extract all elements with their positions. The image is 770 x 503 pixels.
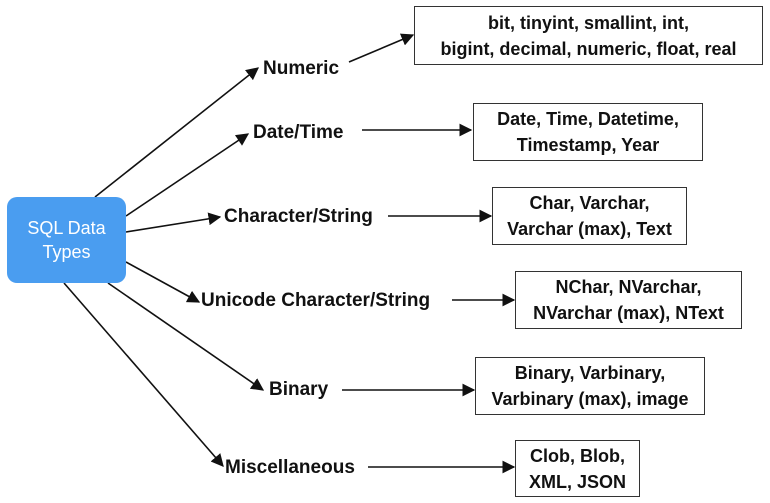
arrow-root-to-numeric — [94, 67, 260, 198]
arrow-numeric-to-box — [348, 33, 415, 63]
examples-character-line1: Char, Varchar, — [529, 193, 650, 213]
examples-box-unicode-character-string: NChar, NVarchar, NVarchar (max), NText — [515, 271, 742, 329]
examples-numeric-line2: bigint, decimal, numeric, float, real — [440, 38, 737, 59]
arrow-root-to-binary — [107, 282, 265, 391]
examples-character-line2: Varchar (max), Text — [507, 219, 672, 239]
arrow-root-to-misc — [63, 282, 224, 467]
examples-box-character-string: Char, Varchar, Varchar (max), Text — [492, 187, 687, 245]
category-character-string: Character/String — [224, 206, 373, 227]
examples-numeric-line1: bit, tinyint, smallint, int, — [488, 12, 689, 33]
category-datetime: Date/Time — [253, 122, 344, 143]
examples-box-numeric: bit, tinyint, smallint, int, bigint, dec… — [414, 6, 763, 65]
arrow-root-to-character — [125, 212, 222, 233]
examples-datetime-line1: Date, Time, Datetime, — [497, 109, 679, 129]
examples-binary-line2: Varbinary (max), image — [491, 389, 689, 409]
examples-box-datetime: Date, Time, Datetime, Timestamp, Year — [473, 103, 703, 161]
category-binary: Binary — [269, 379, 329, 400]
root-label-line2: Types — [42, 242, 91, 262]
examples-unicode-line2: NVarchar (max), NText — [533, 303, 724, 323]
examples-datetime-line2: Timestamp, Year — [516, 135, 660, 155]
root-label-line1: SQL Data — [27, 218, 106, 238]
examples-binary-line1: Binary, Varbinary, — [514, 363, 666, 383]
examples-unicode-line1: NChar, NVarchar, — [555, 277, 702, 297]
sql-data-types-root: SQL Data Types — [7, 197, 126, 283]
category-miscellaneous: Miscellaneous — [225, 457, 355, 478]
arrow-root-to-unicode — [125, 261, 201, 303]
examples-box-miscellaneous: Clob, Blob, XML, JSON — [515, 440, 640, 497]
category-numeric: Numeric — [263, 58, 340, 79]
examples-misc-line1: Clob, Blob, — [530, 445, 625, 466]
category-unicode-character-string: Unicode Character/String — [201, 290, 431, 311]
examples-box-binary: Binary, Varbinary, Varbinary (max), imag… — [475, 357, 705, 415]
examples-misc-line2: XML, JSON — [528, 471, 626, 492]
arrow-root-to-datetime — [125, 133, 250, 217]
